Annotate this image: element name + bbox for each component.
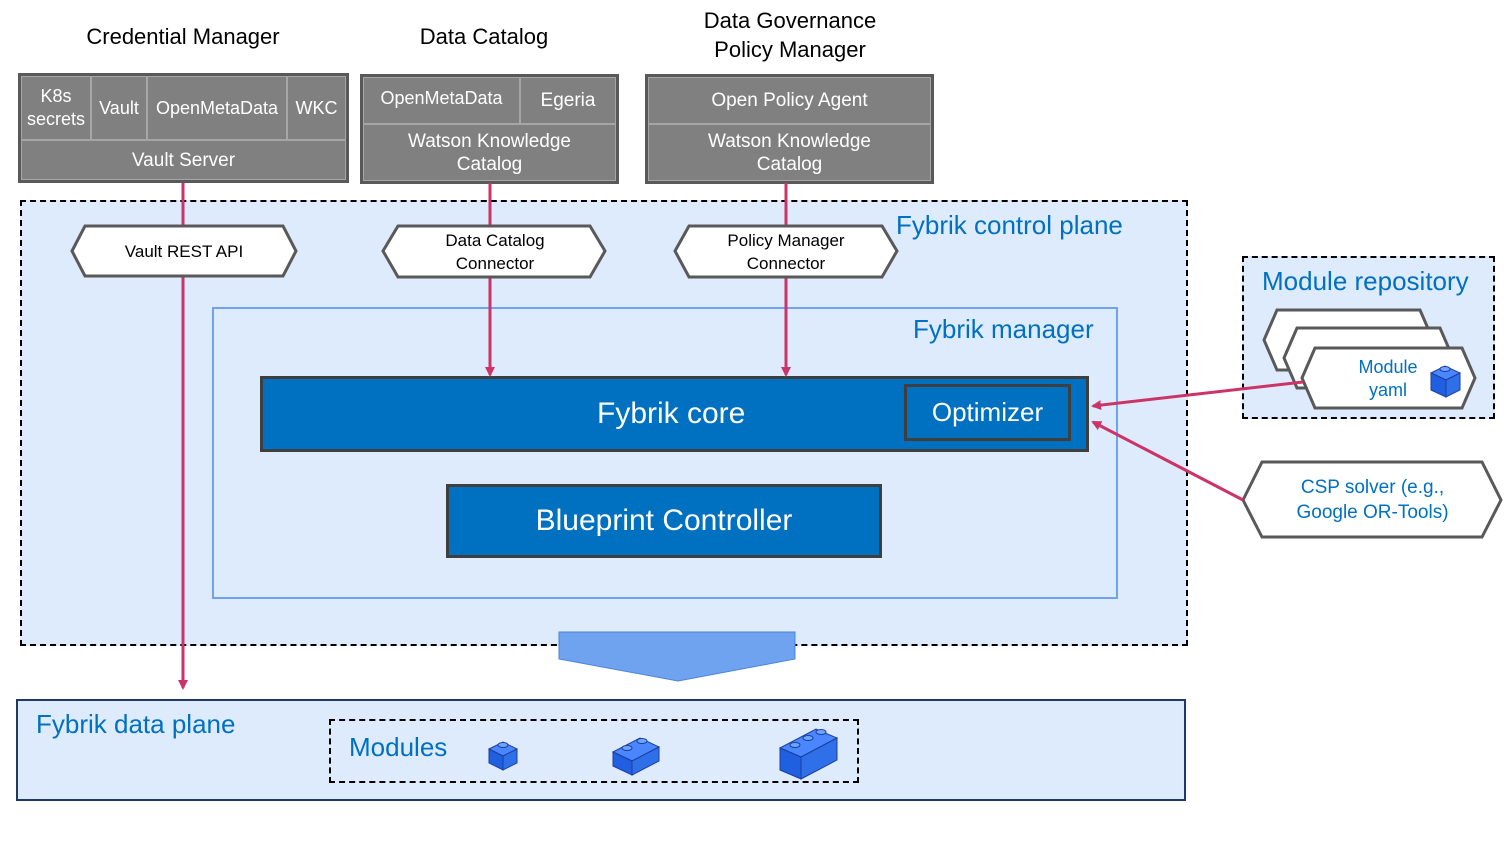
module-repository-label: Module repository: [1262, 266, 1469, 296]
k8s-secrets-cell: K8s secrets: [21, 76, 91, 140]
csp-solver-label: CSP solver (e.g., Google OR-Tools): [1296, 477, 1449, 523]
optimizer-label: Optimizer: [931, 397, 1044, 427]
optimizer-box: Optimizer: [904, 384, 1071, 441]
blueprint-controller-label: Blueprint Controller: [535, 504, 793, 537]
policy-manager-connector-hexagon: [673, 224, 899, 279]
manager-box: [212, 307, 1118, 599]
control-to-data-plane-arrow: [558, 631, 796, 682]
data-catalog-title: Data Catalog: [419, 24, 549, 49]
module-yaml-label: Module yaml: [1358, 357, 1418, 400]
policy-manager-connector-label: Policy Manager Connector: [727, 230, 845, 273]
manager-label: Fybrik manager: [913, 314, 1094, 344]
modules-box: [329, 719, 859, 783]
dc-openmetadata-cell: OpenMetaData: [363, 77, 520, 124]
module-block-1-icon: [487, 741, 519, 771]
module-hexagon-front: [1300, 346, 1477, 410]
modules-label: Modules: [349, 732, 448, 762]
openmetadata-cell: OpenMetaData: [147, 76, 287, 140]
opa-cell: Open Policy Agent: [648, 77, 931, 124]
data-catalog-connector-hexagon: [381, 224, 607, 279]
policy-manager-title: Data Governance Policy Manager: [703, 8, 877, 62]
blueprint-controller: Blueprint Controller: [446, 484, 882, 558]
module-block-2-icon: [611, 737, 661, 776]
csp-solver-hexagon: [1241, 460, 1503, 539]
module-to-optimizer-arrow: [1091, 380, 1304, 411]
vault-api-hexagon: [70, 224, 298, 278]
fybrik-core-label: Fybrik core: [597, 397, 746, 430]
data-catalog-connector-label: Data Catalog Connector: [445, 230, 545, 273]
data-plane-label: Fybrik data plane: [36, 709, 236, 739]
csp-to-optimizer-arrow: [1091, 420, 1244, 502]
pm-wkc-cell: Watson Knowledge Catalog: [648, 124, 931, 181]
control-plane-label: Fybrik control plane: [896, 210, 1123, 240]
wkc-cell: WKC: [287, 76, 346, 140]
vault-server-cell: Vault Server: [21, 140, 346, 180]
vault-cell: Vault: [91, 76, 147, 140]
credential-manager-title: Credential Manager: [86, 24, 280, 49]
dc-wkc-cell: Watson Knowledge Catalog: [363, 124, 616, 181]
data-plane: [16, 699, 1186, 801]
egeria-cell: Egeria: [520, 77, 616, 124]
module-block-3-icon: [778, 728, 839, 780]
module-yaml-block-icon: [1429, 365, 1462, 398]
vault-api-label: Vault REST API: [124, 241, 244, 261]
